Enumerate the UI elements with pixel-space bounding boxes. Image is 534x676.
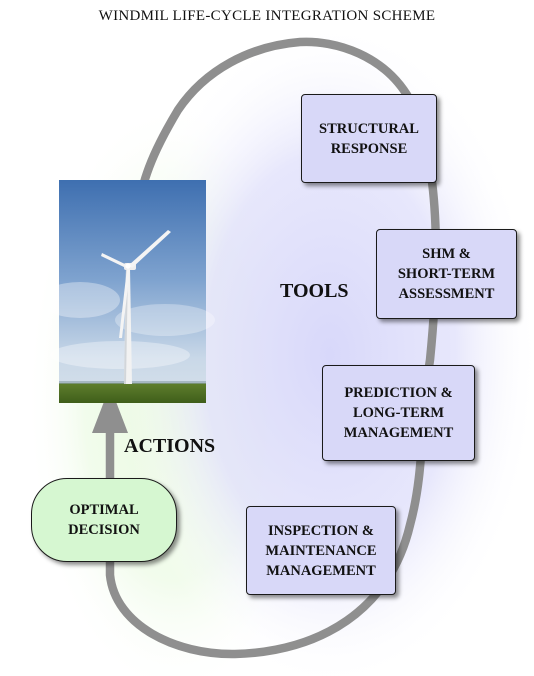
shm-short-term-assessment-box: SHM & SHORT-TERM ASSESSMENT <box>376 229 517 319</box>
inspection-maintenance-management-box: INSPECTION & MAINTENANCE MANAGEMENT <box>246 506 396 595</box>
prediction-long-term-management-label: PREDICTION & LONG-TERM MANAGEMENT <box>343 385 454 441</box>
inspection-maintenance-management-label: INSPECTION & MAINTENANCE MANAGEMENT <box>265 522 377 579</box>
wind-turbine-photo <box>40 180 215 403</box>
cycle-arrow-head <box>92 386 128 433</box>
tools-label: TOOLS <box>280 280 349 302</box>
optimal-decision-box: OPTIMAL DECISION <box>31 478 177 562</box>
structural-response-label: STRUCTURAL RESPONSE <box>319 120 419 157</box>
optimal-decision-label: OPTIMAL DECISION <box>68 502 140 538</box>
prediction-long-term-management-box: PREDICTION & LONG-TERM MANAGEMENT <box>322 365 475 461</box>
actions-label: ACTIONS <box>124 435 216 457</box>
shm-short-term-assessment-label: SHM & SHORT-TERM ASSESSMENT <box>397 246 496 302</box>
structural-response-box: STRUCTURAL RESPONSE <box>301 94 437 183</box>
diagram-title: WINDMIL LIFE-CYCLE INTEGRATION SCHEME <box>98 8 436 24</box>
